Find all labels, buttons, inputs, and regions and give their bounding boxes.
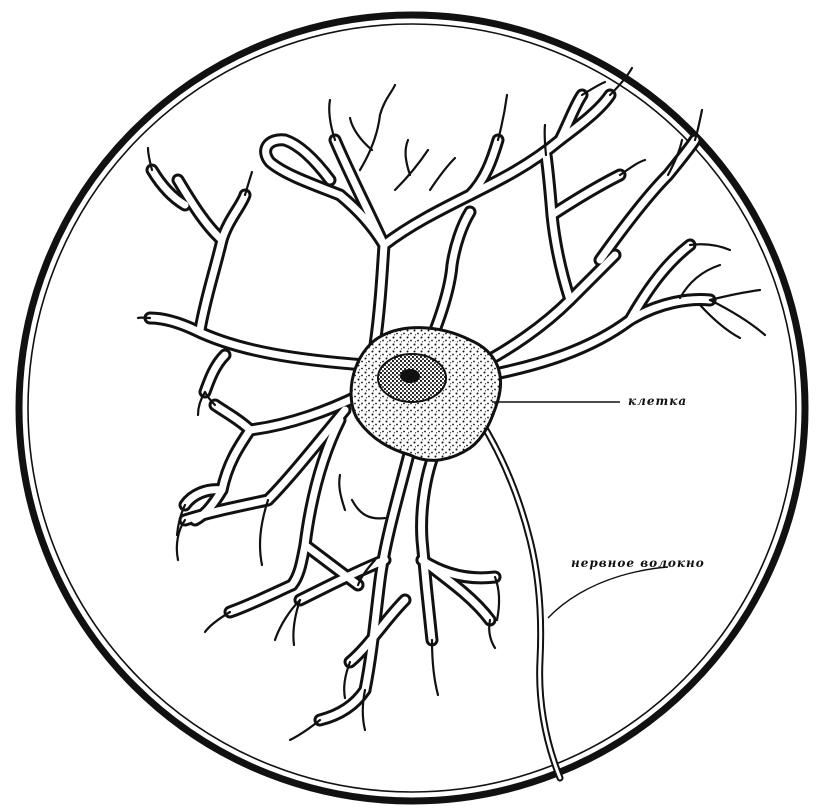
fiber-leader-line [548,567,668,618]
cell-nucleus [378,354,446,402]
nerve-fiber-label: нервное волокно [571,556,705,570]
axon [480,420,560,778]
cell-label: клетка [628,394,687,408]
